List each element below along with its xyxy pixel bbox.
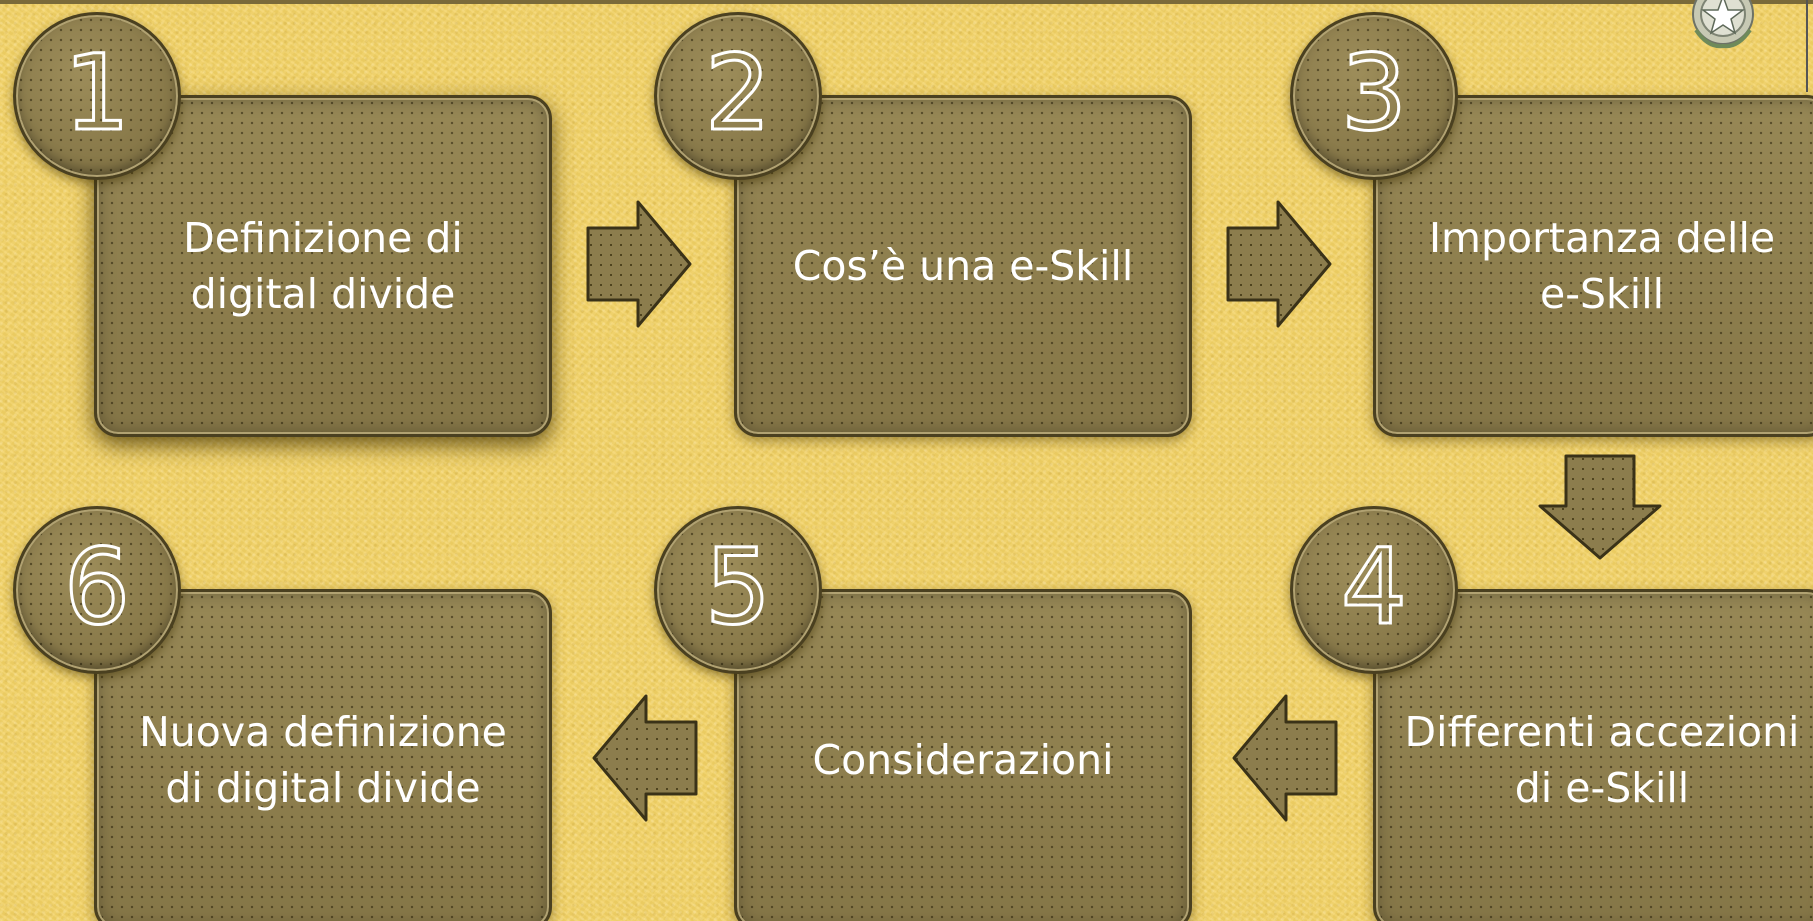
step-number-badge-3: 3 (1290, 12, 1458, 180)
step-box-3: Importanza delle e-Skill (1373, 95, 1813, 437)
step-label-6: Nuova definizione di digital divide (139, 708, 507, 812)
step-box-5: Considerazioni (734, 589, 1192, 921)
step-number-3: 3 (1339, 32, 1408, 154)
arrow-right-icon (586, 200, 692, 328)
step-number-badge-4: 4 (1290, 506, 1458, 674)
step-label-2: Cos’è una e-Skill (792, 242, 1134, 290)
step-number-6: 6 (62, 526, 131, 648)
step-box-4: Differenti accezioni di e-Skill (1373, 589, 1813, 921)
step-number-badge-6: 6 (13, 506, 181, 674)
step-box-1: Definizione di digital divide (94, 95, 552, 437)
step-number-2: 2 (703, 32, 772, 154)
arrow-right-icon (1226, 200, 1332, 328)
step-box-2: Cos’è una e-Skill (734, 95, 1192, 437)
step-number-badge-1: 1 (13, 12, 181, 180)
arrow-down-icon (1538, 454, 1662, 560)
step-number-1: 1 (62, 32, 131, 154)
step-number-badge-5: 5 (654, 506, 822, 674)
step-number-5: 5 (703, 526, 772, 648)
step-label-4: Differenti accezioni di e-Skill (1404, 708, 1800, 812)
top-border (0, 0, 1813, 4)
step-number-badge-2: 2 (654, 12, 822, 180)
step-label-1: Definizione di digital divide (183, 214, 463, 318)
edge-line (1806, 0, 1808, 92)
italian-republic-emblem-icon (1692, 0, 1754, 49)
step-label-5: Considerazioni (812, 736, 1114, 784)
step-label-3: Importanza delle e-Skill (1428, 214, 1776, 318)
arrow-left-icon (1232, 694, 1338, 822)
step-number-4: 4 (1339, 526, 1408, 648)
step-box-6: Nuova definizione di digital divide (94, 589, 552, 921)
arrow-left-icon (592, 694, 698, 822)
